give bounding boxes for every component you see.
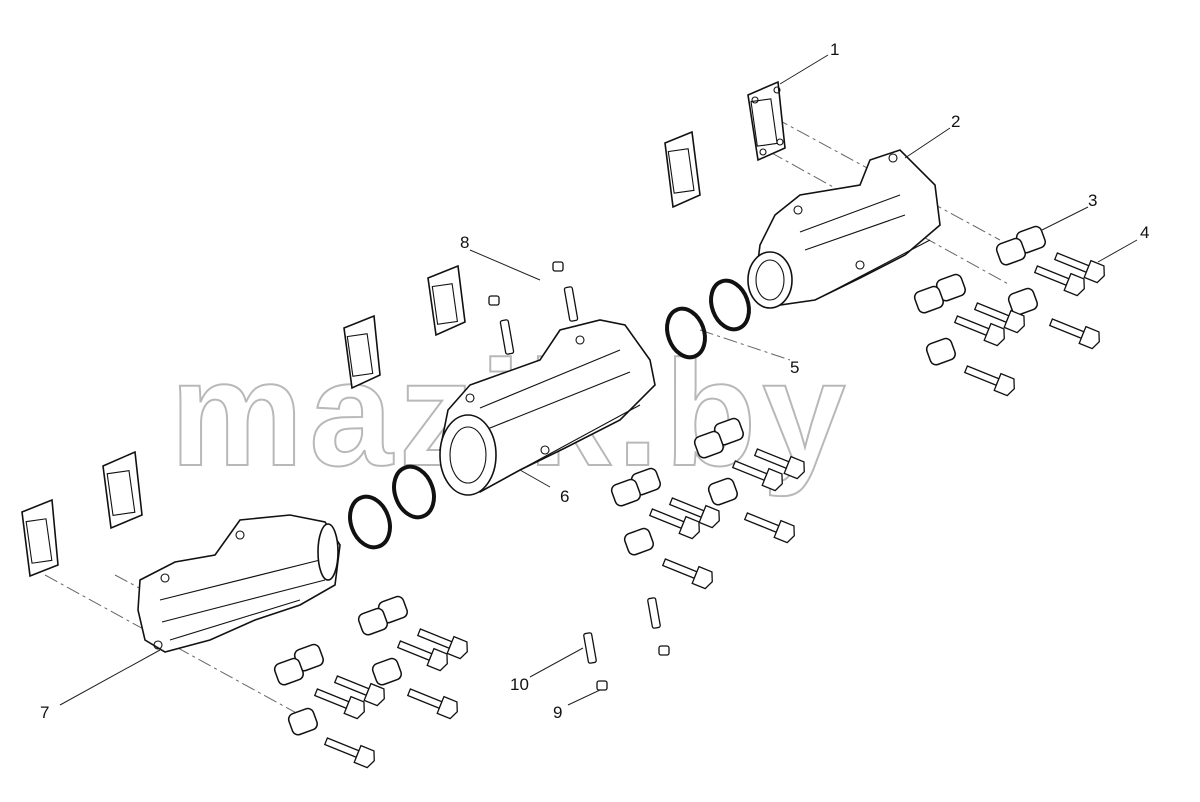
gasket-set: [21, 130, 701, 578]
gasket-1: [747, 80, 786, 162]
seal-rings-5: [348, 278, 751, 550]
manifold-section-2: [747, 149, 941, 309]
callout-3: 3: [1088, 191, 1097, 210]
callout-labels: 1 2 3 4 5 6 7 8 9 10: [40, 40, 1149, 722]
callout-9: 9: [553, 703, 562, 722]
callout-2: 2: [951, 112, 960, 131]
studs-and-nuts: [488, 261, 670, 691]
callout-1: 1: [830, 40, 839, 59]
flange-bolts-4: [313, 252, 1105, 769]
callout-4: 4: [1140, 223, 1149, 242]
callout-10: 10: [510, 675, 529, 694]
callout-7: 7: [40, 703, 49, 722]
manifold-section-7: [137, 514, 341, 653]
callout-6: 6: [560, 487, 569, 506]
callout-5: 5: [790, 358, 799, 377]
leader-lines: [59, 54, 1138, 706]
manifold-section-6: [439, 319, 656, 496]
callout-8: 8: [460, 233, 469, 252]
spacer-sleeves-3: [273, 225, 1046, 736]
